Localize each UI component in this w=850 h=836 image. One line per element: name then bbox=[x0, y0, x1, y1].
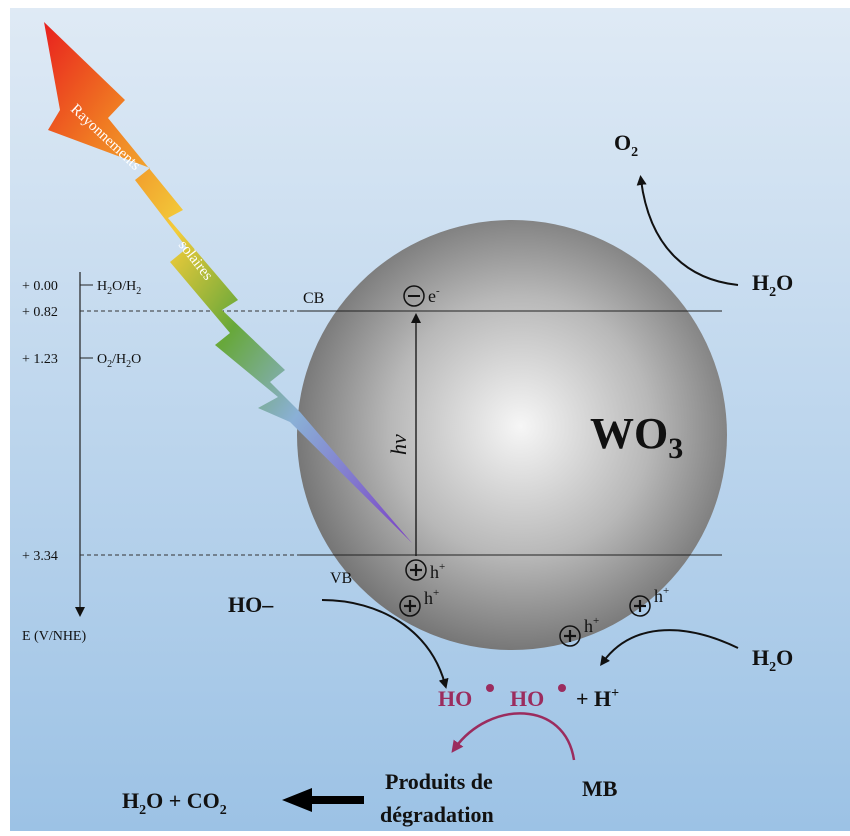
radical-dot-right bbox=[558, 684, 566, 692]
label-o2: O2 bbox=[614, 130, 638, 160]
degradation-arrow bbox=[451, 712, 576, 761]
svg-text:h+: h+ bbox=[654, 585, 669, 606]
label-h2o-bottom: H2O bbox=[752, 645, 793, 675]
label-plus-h: + H+ bbox=[576, 686, 619, 711]
label-products-line2: dégradation bbox=[380, 802, 494, 827]
vb-label: VB bbox=[330, 570, 352, 587]
svg-text:h+: h+ bbox=[584, 615, 599, 636]
level-value-1: + 0.82 bbox=[22, 305, 58, 320]
final-products-arrow bbox=[282, 788, 364, 812]
solar-radiation-bolt bbox=[44, 22, 412, 543]
couple-h2o-h2: H2O/H2 bbox=[97, 279, 141, 297]
label-h2o-top: H2O bbox=[752, 270, 793, 300]
label-radical-left: HO bbox=[438, 686, 472, 711]
oxidation-arrow-top bbox=[636, 175, 739, 286]
label-radical-right: HO bbox=[510, 686, 544, 711]
label-products-line1: Produits de bbox=[385, 769, 493, 794]
particle-formula: WO3 bbox=[590, 409, 683, 465]
hole-symbol-1: h+ bbox=[405, 559, 445, 582]
hydroxide-arrow bbox=[321, 599, 449, 689]
hole-symbol-3: h+ bbox=[629, 585, 669, 617]
label-mb: MB bbox=[582, 776, 618, 801]
svg-text:h+: h+ bbox=[430, 561, 445, 582]
wo3-particle bbox=[297, 220, 727, 650]
electron-symbol: e- bbox=[403, 285, 440, 307]
label-final-products: H2O + CO2 bbox=[122, 788, 227, 818]
axis-label: E (V/NHE) bbox=[22, 629, 86, 644]
level-value-2: + 1.23 bbox=[22, 352, 58, 367]
hole-symbol-2: h+ bbox=[399, 587, 439, 617]
level-value-3: + 3.34 bbox=[22, 549, 58, 564]
label-hydroxide: HO– bbox=[228, 592, 274, 617]
photon-energy-label: hν bbox=[386, 434, 411, 455]
svg-text:e-: e- bbox=[428, 285, 440, 306]
oxidation-arrow-bottom bbox=[600, 629, 739, 667]
svg-text:h+: h+ bbox=[424, 587, 439, 608]
hole-symbol-4: h+ bbox=[559, 615, 599, 647]
radical-dot-left bbox=[486, 684, 494, 692]
couple-o2-h2o: O2/H2O bbox=[97, 352, 141, 370]
cb-label: CB bbox=[303, 290, 324, 307]
level-value-0: + 0.00 bbox=[22, 279, 58, 294]
